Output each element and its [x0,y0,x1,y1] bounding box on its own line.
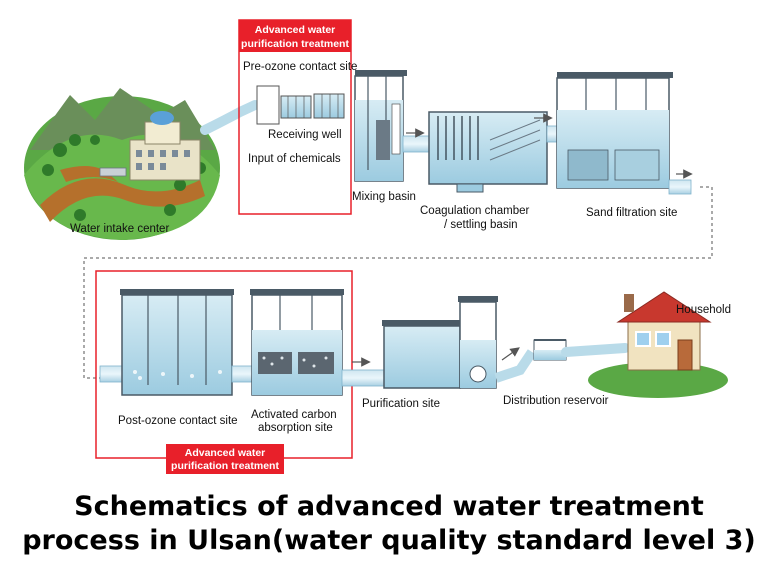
coagulation-settling-illustration: Coagulation chamber / settling basin [420,111,548,231]
badge-top-line2: purification treatment [241,38,349,50]
flow-intake-to-receiving [200,100,260,135]
flow-to-household [561,343,630,357]
water-intake-illustration: Water intake center [24,88,220,240]
label-water-intake: Water intake center [70,223,169,235]
sand-filtration-illustration: Sand filtration site [556,72,677,219]
label-carbon-2: absorption site [258,422,333,434]
purification-site-illustration: Purification site [362,296,498,410]
label-pre-ozone: Pre-ozone contact site [243,61,357,73]
label-mixing-basin: Mixing basin [352,191,416,203]
label-household: Household [676,304,731,316]
label-post-ozone: Post-ozone contact site [118,415,238,427]
distribution-reservoir-illustration: Distribution reservoir [503,339,609,407]
diagram-title-line2: process in Ulsan(water quality standard … [22,525,756,556]
label-carbon-1: Activated carbon [251,409,337,421]
label-coagulation-1: Coagulation chamber [420,205,529,217]
label-distribution: Distribution reservoir [503,395,609,407]
badge-top-line1: Advanced water [255,24,336,36]
mixing-basin-illustration: Mixing basin [352,70,416,203]
label-input-chemicals: Input of chemicals [248,153,341,165]
badge-bottom-line1: Advanced water [185,447,266,459]
label-purification: Purification site [362,398,440,410]
label-coagulation-2: / settling basin [444,219,518,231]
advanced-treatment-box-top: Advanced water purification treatment Pr… [238,19,357,215]
diagram-title-line1: Schematics of advanced water treatment [74,491,704,522]
flow-connector-dashed [83,186,713,379]
label-sand-filtration: Sand filtration site [586,207,677,219]
household-illustration: Household [588,291,731,398]
label-receiving-well: Receiving well [268,129,342,141]
advanced-treatment-box-bottom: Advanced water purification treatment Po… [95,270,353,474]
badge-bottom-line2: purification treatment [171,460,279,472]
